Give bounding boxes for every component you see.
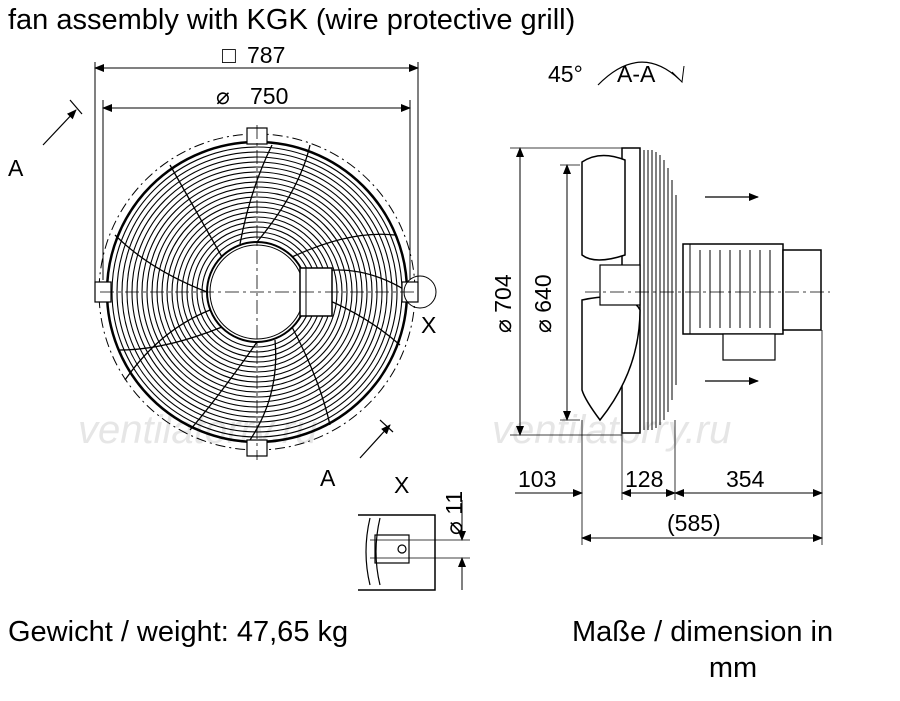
diameter-symbol: ⌀ [530,319,556,333]
dim-hole-diameter: ⌀ 11 [441,491,467,535]
weight-note: Gewicht / weight: 47,65 kg [8,616,349,648]
dia-640-value: 640 [530,274,556,313]
hole-dia-value: 11 [441,490,467,515]
dim-diameter-704: ⌀ 704 [490,274,516,333]
dim-depth-103: 103 [518,466,557,492]
dim-diameter-640: ⌀ 640 [530,274,556,333]
section-view [510,61,830,545]
dimension-note: Maße / dimension in mm [572,614,894,686]
dim-depth-128: 128 [625,466,664,492]
section-title: A-A [617,61,656,87]
rotation-angle: 45° [548,61,583,87]
dimension-note-line2: mm [708,652,758,684]
section-label-a-top: A [8,155,24,181]
detail-marker-x: X [421,312,437,338]
square-symbol: □ [222,42,236,68]
detail-x [358,500,470,591]
section-label-a-bottom: A [320,465,336,491]
dim-square-787: 787 [247,42,286,68]
dim-total-depth: (585) [667,510,721,536]
diameter-symbol: ⌀ [490,319,516,333]
diameter-symbol: ⌀ [441,521,467,535]
dim-depth-354: 354 [726,466,765,492]
front-view [42,62,437,460]
diameter-symbol: ⌀ [216,83,230,109]
detail-x-label: X [394,472,410,498]
drawing-title: fan assembly with KGK (wire protective g… [8,4,576,36]
dim-diameter-750: 750 [250,83,289,109]
dia-704-value: 704 [490,274,516,313]
watermark-right: ventilatorry.ru [492,408,732,452]
dimension-note-line1: Maße / dimension in [572,616,834,648]
